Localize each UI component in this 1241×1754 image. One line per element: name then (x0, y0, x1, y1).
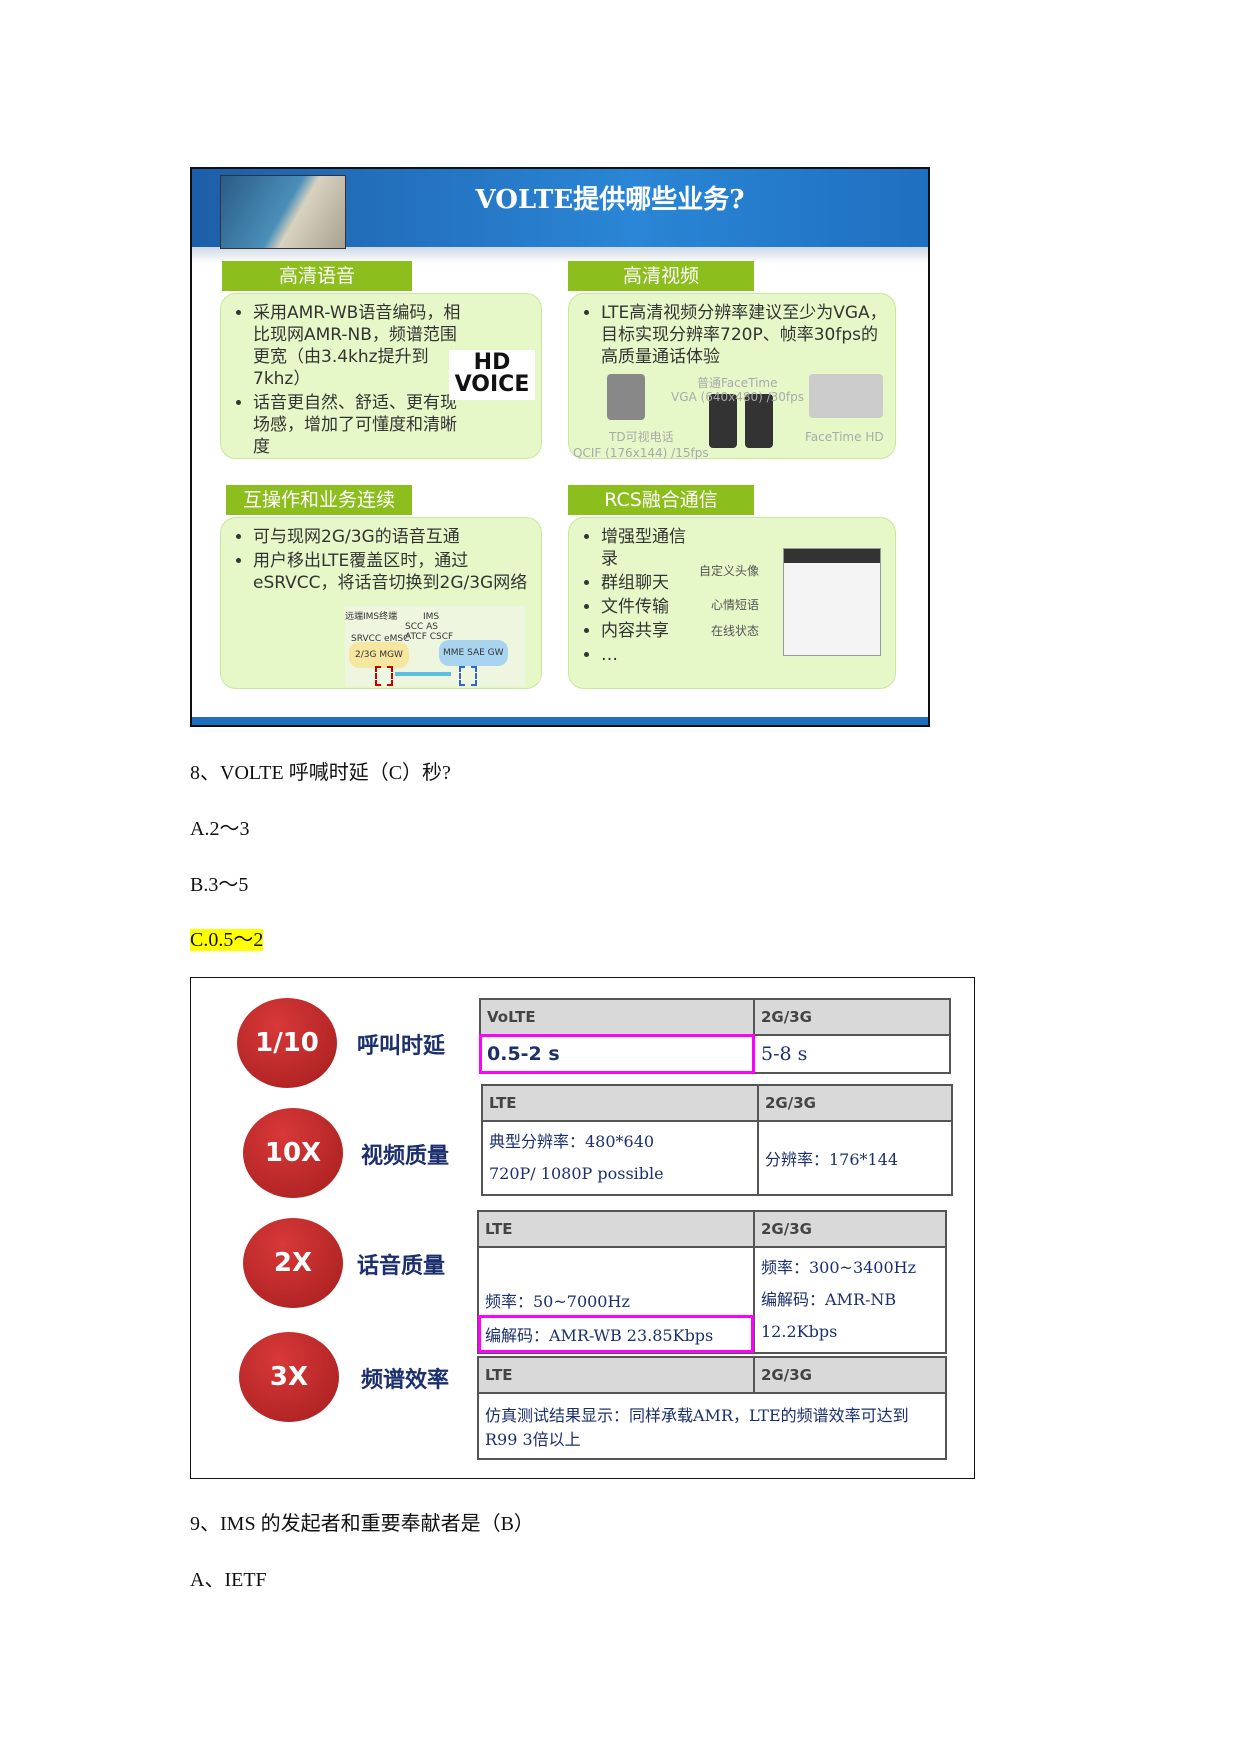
cell: 分辨率：176*144 (757, 1120, 953, 1196)
panel-rcs: 增强型通信录群组聊天文件传输内容共享… 自定义头像 心情短语 在线状态 (568, 517, 896, 689)
cell-line: 720P/ 1080P possible (489, 1164, 664, 1183)
badge: 1/10 (237, 998, 337, 1088)
header-cell: 2G/3G (753, 1210, 947, 1248)
cell: 5-8 s (753, 1034, 951, 1074)
arrow-icon (395, 672, 451, 676)
esrvcc-diagram: 远端IMS终端 IMS SCC AS ATCF CSCF SRVCC eMSC … (345, 606, 525, 686)
cell-line: 典型分辨率：480*640 (489, 1132, 655, 1151)
panel-head-hd-video: 高清视频 (568, 261, 754, 291)
diagram-label: SAE GW (467, 648, 504, 658)
bullet: 采用AMR-WB语音编码，相比现网AMR-NB，频谱范围更宽（由3.4khz提升… (253, 302, 463, 390)
bullet: 增强型通信录 (601, 526, 701, 570)
bullet: 话音更自然、舒适、更有现场感，增加了可懂度和清晰度 (253, 392, 463, 458)
cell-line: 12.2Kbps (761, 1322, 838, 1341)
diagram-label: ATCF CSCF (405, 632, 454, 642)
row-label: 话音质量 (357, 1253, 446, 1279)
bullet: 用户移出LTE覆盖区时，通过eSRVCC，将话音切换到2G/3G网络 (253, 550, 543, 594)
slide-footer (192, 717, 928, 725)
panel-head-hd-voice: 高清语音 (222, 261, 412, 291)
cell: 0.5-2 s (479, 1034, 755, 1074)
panel-interop: 可与现网2G/3G的语音互通用户移出LTE覆盖区时，通过eSRVCC，将话音切换… (220, 517, 542, 689)
video-label: VGA (640x480) /30fps (671, 390, 805, 404)
option-a: A、IETF (190, 1569, 267, 1591)
option-a: A.2～3 (190, 818, 250, 840)
video-label: QCIF (176x144) /15fps (573, 446, 709, 460)
cell-line: 频率：50~7000Hz (485, 1292, 630, 1311)
cell-line: 频率：300~3400Hz (761, 1258, 917, 1277)
diagram-label: 远端IMS终端 (345, 612, 398, 622)
td-phone-image (607, 374, 645, 420)
header-cell: 2G/3G (753, 998, 951, 1036)
volte-comparison-figure: 1/10 呼叫时延 10X 视频质量 2X 话音质量 3X 频谱效率 VoLTE… (190, 977, 975, 1479)
callout: 心情短语 (710, 598, 759, 612)
question-8: 8、VOLTE 呼喊时延（C）秒? (190, 762, 451, 784)
diagram-label: MME (443, 648, 465, 658)
bullet: LTE高清视频分辨率建议至少为VGA，目标实现分辨率720P、帧率30fps的高… (601, 302, 891, 368)
question-9: 9、IMS 的发起者和重要奉献者是（B） (190, 1513, 534, 1535)
iphone-image (745, 394, 773, 448)
iphone-image (709, 394, 737, 448)
handset-icon (459, 666, 477, 686)
video-label: FaceTime HD (805, 430, 884, 444)
panel-head-rcs: RCS融合通信 (568, 485, 754, 515)
bullet: 可与现网2G/3G的语音互通 (253, 526, 543, 548)
diagram-label: IMS (423, 612, 440, 622)
row-label: 呼叫时延 (357, 1033, 446, 1059)
header-cell: VoLTE (479, 998, 755, 1036)
header-cell: 2G/3G (753, 1356, 947, 1394)
callout: 在线状态 (710, 624, 759, 638)
panel-head-interop: 互操作和业务连续 (226, 485, 412, 515)
banner-shadow (192, 247, 928, 263)
option-c-answer: C.0.5～2 (190, 929, 264, 951)
row-label: 视频质量 (361, 1143, 450, 1169)
logo-voice: VOICE (454, 372, 530, 397)
panel-hd-video: LTE高清视频分辨率建议至少为VGA，目标实现分辨率720P、帧率30fps的高… (568, 293, 896, 460)
badge: 3X (239, 1332, 339, 1422)
cell: 仿真测试结果显示：同样承载AMR，LTE的频谱效率可达到R99 3倍以上 (477, 1392, 947, 1460)
header-cell: 2G/3G (757, 1084, 953, 1122)
cell-line: 编解码：AMR-NB (761, 1290, 897, 1309)
book-image (220, 175, 346, 249)
diagram-label: SCC AS (405, 622, 439, 632)
panel-hd-voice: 采用AMR-WB语音编码，相比现网AMR-NB，频谱范围更宽（由3.4khz提升… (220, 293, 542, 459)
badge: 2X (243, 1218, 343, 1308)
bullet: 群组聊天 (601, 572, 701, 594)
callout: 自定义头像 (698, 564, 759, 578)
diagram-label: 2/3G MGW (349, 642, 409, 668)
logo-hd: HD (473, 350, 511, 375)
bullet: 内容共享 (601, 620, 701, 642)
imac-image (809, 374, 883, 418)
phone-screenshot (783, 548, 881, 656)
badge: 10X (243, 1108, 343, 1198)
volte-services-slide: VOLTE提供哪些业务? 高清语音 采用AMR-WB语音编码，相比现网AMR-N… (190, 167, 930, 727)
bullet: 文件传输 (601, 596, 701, 618)
row-label: 频谱效率 (361, 1367, 450, 1393)
option-b: B.3～5 (190, 874, 249, 896)
diagram-label: SRVCC eMSC (351, 634, 410, 644)
header-cell: LTE (481, 1084, 759, 1122)
slide-title: VOLTE提供哪些业务? (475, 185, 745, 215)
video-label: TD可视电话 (609, 430, 674, 444)
handset-icon (375, 666, 393, 686)
header-cell: LTE (477, 1356, 755, 1394)
cell-line: 编解码：AMR-WB 23.85Kbps (478, 1315, 754, 1353)
header-cell: LTE (477, 1210, 755, 1248)
bullet: … (601, 644, 701, 666)
video-label: 普通FaceTime (697, 376, 778, 390)
